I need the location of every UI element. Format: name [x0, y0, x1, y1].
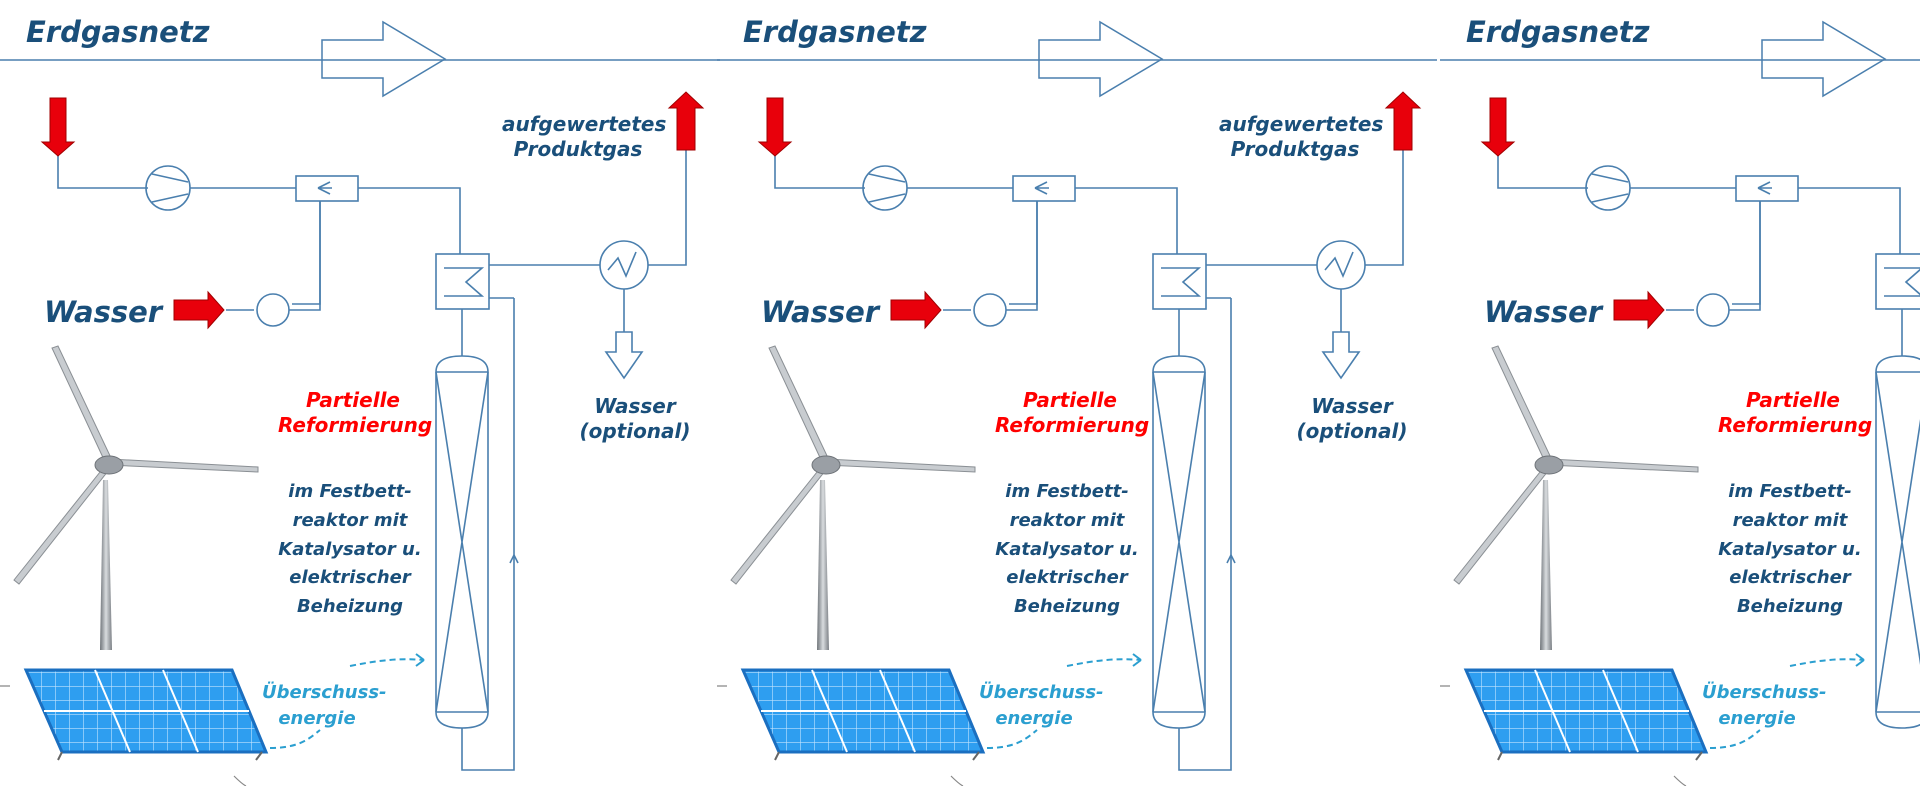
label-desc-line-3: Katalysator u.	[995, 538, 1139, 560]
label-water-out: Wasser (optional)	[1277, 394, 1427, 444]
pump-icon	[256, 293, 290, 327]
label-reactor-description: im Festbett- reaktor mit Katalysator u. …	[1710, 478, 1870, 622]
label-desc-line-1: im Festbett-	[1005, 481, 1129, 502]
gas-draw-arrow-icon	[40, 97, 76, 157]
gas-flow-arrow-icon	[1038, 20, 1164, 98]
label-desc-line-1: im Festbett-	[1728, 481, 1852, 502]
label-reactor-description: im Festbett- reaktor mit Katalysator u. …	[270, 478, 430, 622]
label-reforming-line-2: Reformierung	[1718, 413, 1873, 437]
wind-turbine-icon	[1453, 345, 1699, 650]
label-desc-line-5: Beheizung	[1736, 596, 1844, 618]
compressor-icon	[862, 165, 908, 211]
label-desc-line-5: Beheizung	[296, 596, 404, 618]
water-feed-arrow-icon	[890, 290, 942, 330]
label-upgraded-gas-line-2: Produktgas	[1230, 137, 1360, 161]
label-desc-line-1: im Festbett-	[288, 481, 412, 502]
label-desc-line-4: elektrischer	[1729, 567, 1851, 589]
pump-icon	[973, 293, 1007, 327]
surplus-energy-arrow-icon	[986, 658, 1142, 749]
gas-flow-arrow-icon	[1761, 20, 1887, 98]
label-desc-line-3: Katalysator u.	[278, 538, 422, 560]
label-water-out-line-2: (optional)	[1296, 419, 1408, 443]
water-feed-arrow-icon	[1613, 290, 1665, 330]
label-desc-line-3: Katalysator u.	[1718, 538, 1862, 560]
label-upgraded-gas-line-2: Produktgas	[513, 137, 643, 161]
water-feed-arrow-icon	[173, 290, 225, 330]
water-out-arrow-icon	[1321, 331, 1361, 380]
process-diagram-2	[717, 20, 1437, 786]
label-surplus-energy: Überschuss- energie	[1702, 680, 1827, 732]
wind-turbine-icon	[730, 345, 976, 650]
label-desc-line-4: elektrischer	[289, 567, 411, 589]
diagram-panel-2: Erdgasnetz Wasser aufgewertetes Produktg…	[717, 0, 1437, 786]
gas-draw-arrow-icon	[1480, 97, 1516, 157]
compressor-icon	[1585, 165, 1631, 211]
process-diagram-1	[0, 20, 720, 786]
heat-exchanger-icon	[1875, 253, 1920, 310]
label-reforming: Partielle Reformierung	[278, 388, 433, 438]
label-reforming-line-1: Partielle	[306, 388, 400, 412]
diagram-panel-3: Erdgasnetz Wasser Partielle Reformierung…	[1440, 0, 1920, 786]
label-reforming-line-2: Reformierung	[995, 413, 1150, 437]
label-surplus-line-1: Überschuss-	[262, 682, 387, 703]
label-wasser-in: Wasser	[44, 295, 163, 329]
pump-icon	[1696, 293, 1730, 327]
compressor-icon	[145, 165, 191, 211]
label-surplus-energy: Überschuss- energie	[979, 680, 1104, 732]
label-water-out-line-2: (optional)	[579, 419, 691, 443]
label-desc-line-2: reaktor mit	[1732, 509, 1848, 531]
label-wasser-in: Wasser	[1484, 295, 1603, 329]
label-reforming-line-1: Partielle	[1746, 388, 1840, 412]
label-desc-line-2: reaktor mit	[292, 509, 408, 531]
cooler-icon	[599, 240, 649, 290]
label-erdgasnetz: Erdgasnetz	[26, 15, 210, 49]
label-reforming: Partielle Reformierung	[995, 388, 1150, 438]
solar-panel-icon	[23, 668, 269, 761]
label-wasser-in: Wasser	[761, 295, 880, 329]
label-erdgasnetz: Erdgasnetz	[743, 15, 927, 49]
diagram-panel-1: Erdgasnetz Wasser aufgewertetes Produktg…	[0, 0, 720, 786]
solar-panel-icon	[740, 668, 986, 761]
label-surplus-line-1: Überschuss-	[979, 682, 1104, 703]
heat-exchanger-icon	[1152, 253, 1207, 310]
surplus-energy-arrow-icon	[1709, 658, 1865, 749]
label-surplus-line-2: energie	[1718, 708, 1796, 730]
label-surplus-line-1: Überschuss-	[1702, 682, 1827, 703]
label-reforming-line-2: Reformierung	[278, 413, 433, 437]
label-erdgasnetz: Erdgasnetz	[1466, 15, 1650, 49]
label-water-out: Wasser (optional)	[560, 394, 710, 444]
label-surplus-line-2: energie	[278, 708, 356, 730]
heat-exchanger-icon	[435, 253, 490, 310]
label-upgraded-gas: aufgewertetes Produktgas	[1219, 112, 1384, 162]
label-upgraded-gas: aufgewertetes Produktgas	[502, 112, 667, 162]
label-water-out-line-1: Wasser	[1311, 394, 1393, 418]
process-diagram-3	[1440, 20, 1920, 786]
gas-draw-arrow-icon	[757, 97, 793, 157]
product-return-arrow-icon	[1384, 91, 1422, 151]
gas-flow-arrow-icon	[321, 20, 447, 98]
surplus-energy-arrow-icon	[269, 658, 425, 749]
label-desc-line-5: Beheizung	[1013, 596, 1121, 618]
label-upgraded-gas-line-1: aufgewertetes	[502, 112, 667, 136]
label-reactor-description: im Festbett- reaktor mit Katalysator u. …	[987, 478, 1147, 622]
label-reforming: Partielle Reformierung	[1718, 388, 1873, 438]
label-desc-line-2: reaktor mit	[1009, 509, 1125, 531]
label-desc-line-4: elektrischer	[1006, 567, 1128, 589]
cooler-icon	[1316, 240, 1366, 290]
solar-panel-icon	[1463, 668, 1709, 761]
label-surplus-line-2: energie	[995, 708, 1073, 730]
water-out-arrow-icon	[604, 331, 644, 380]
wind-turbine-icon	[13, 345, 259, 650]
label-water-out-line-1: Wasser	[594, 394, 676, 418]
label-reforming-line-1: Partielle	[1023, 388, 1117, 412]
label-upgraded-gas-line-1: aufgewertetes	[1219, 112, 1384, 136]
product-return-arrow-icon	[667, 91, 705, 151]
label-surplus-energy: Überschuss- energie	[262, 680, 387, 732]
reactor-column-icon	[1875, 355, 1920, 729]
